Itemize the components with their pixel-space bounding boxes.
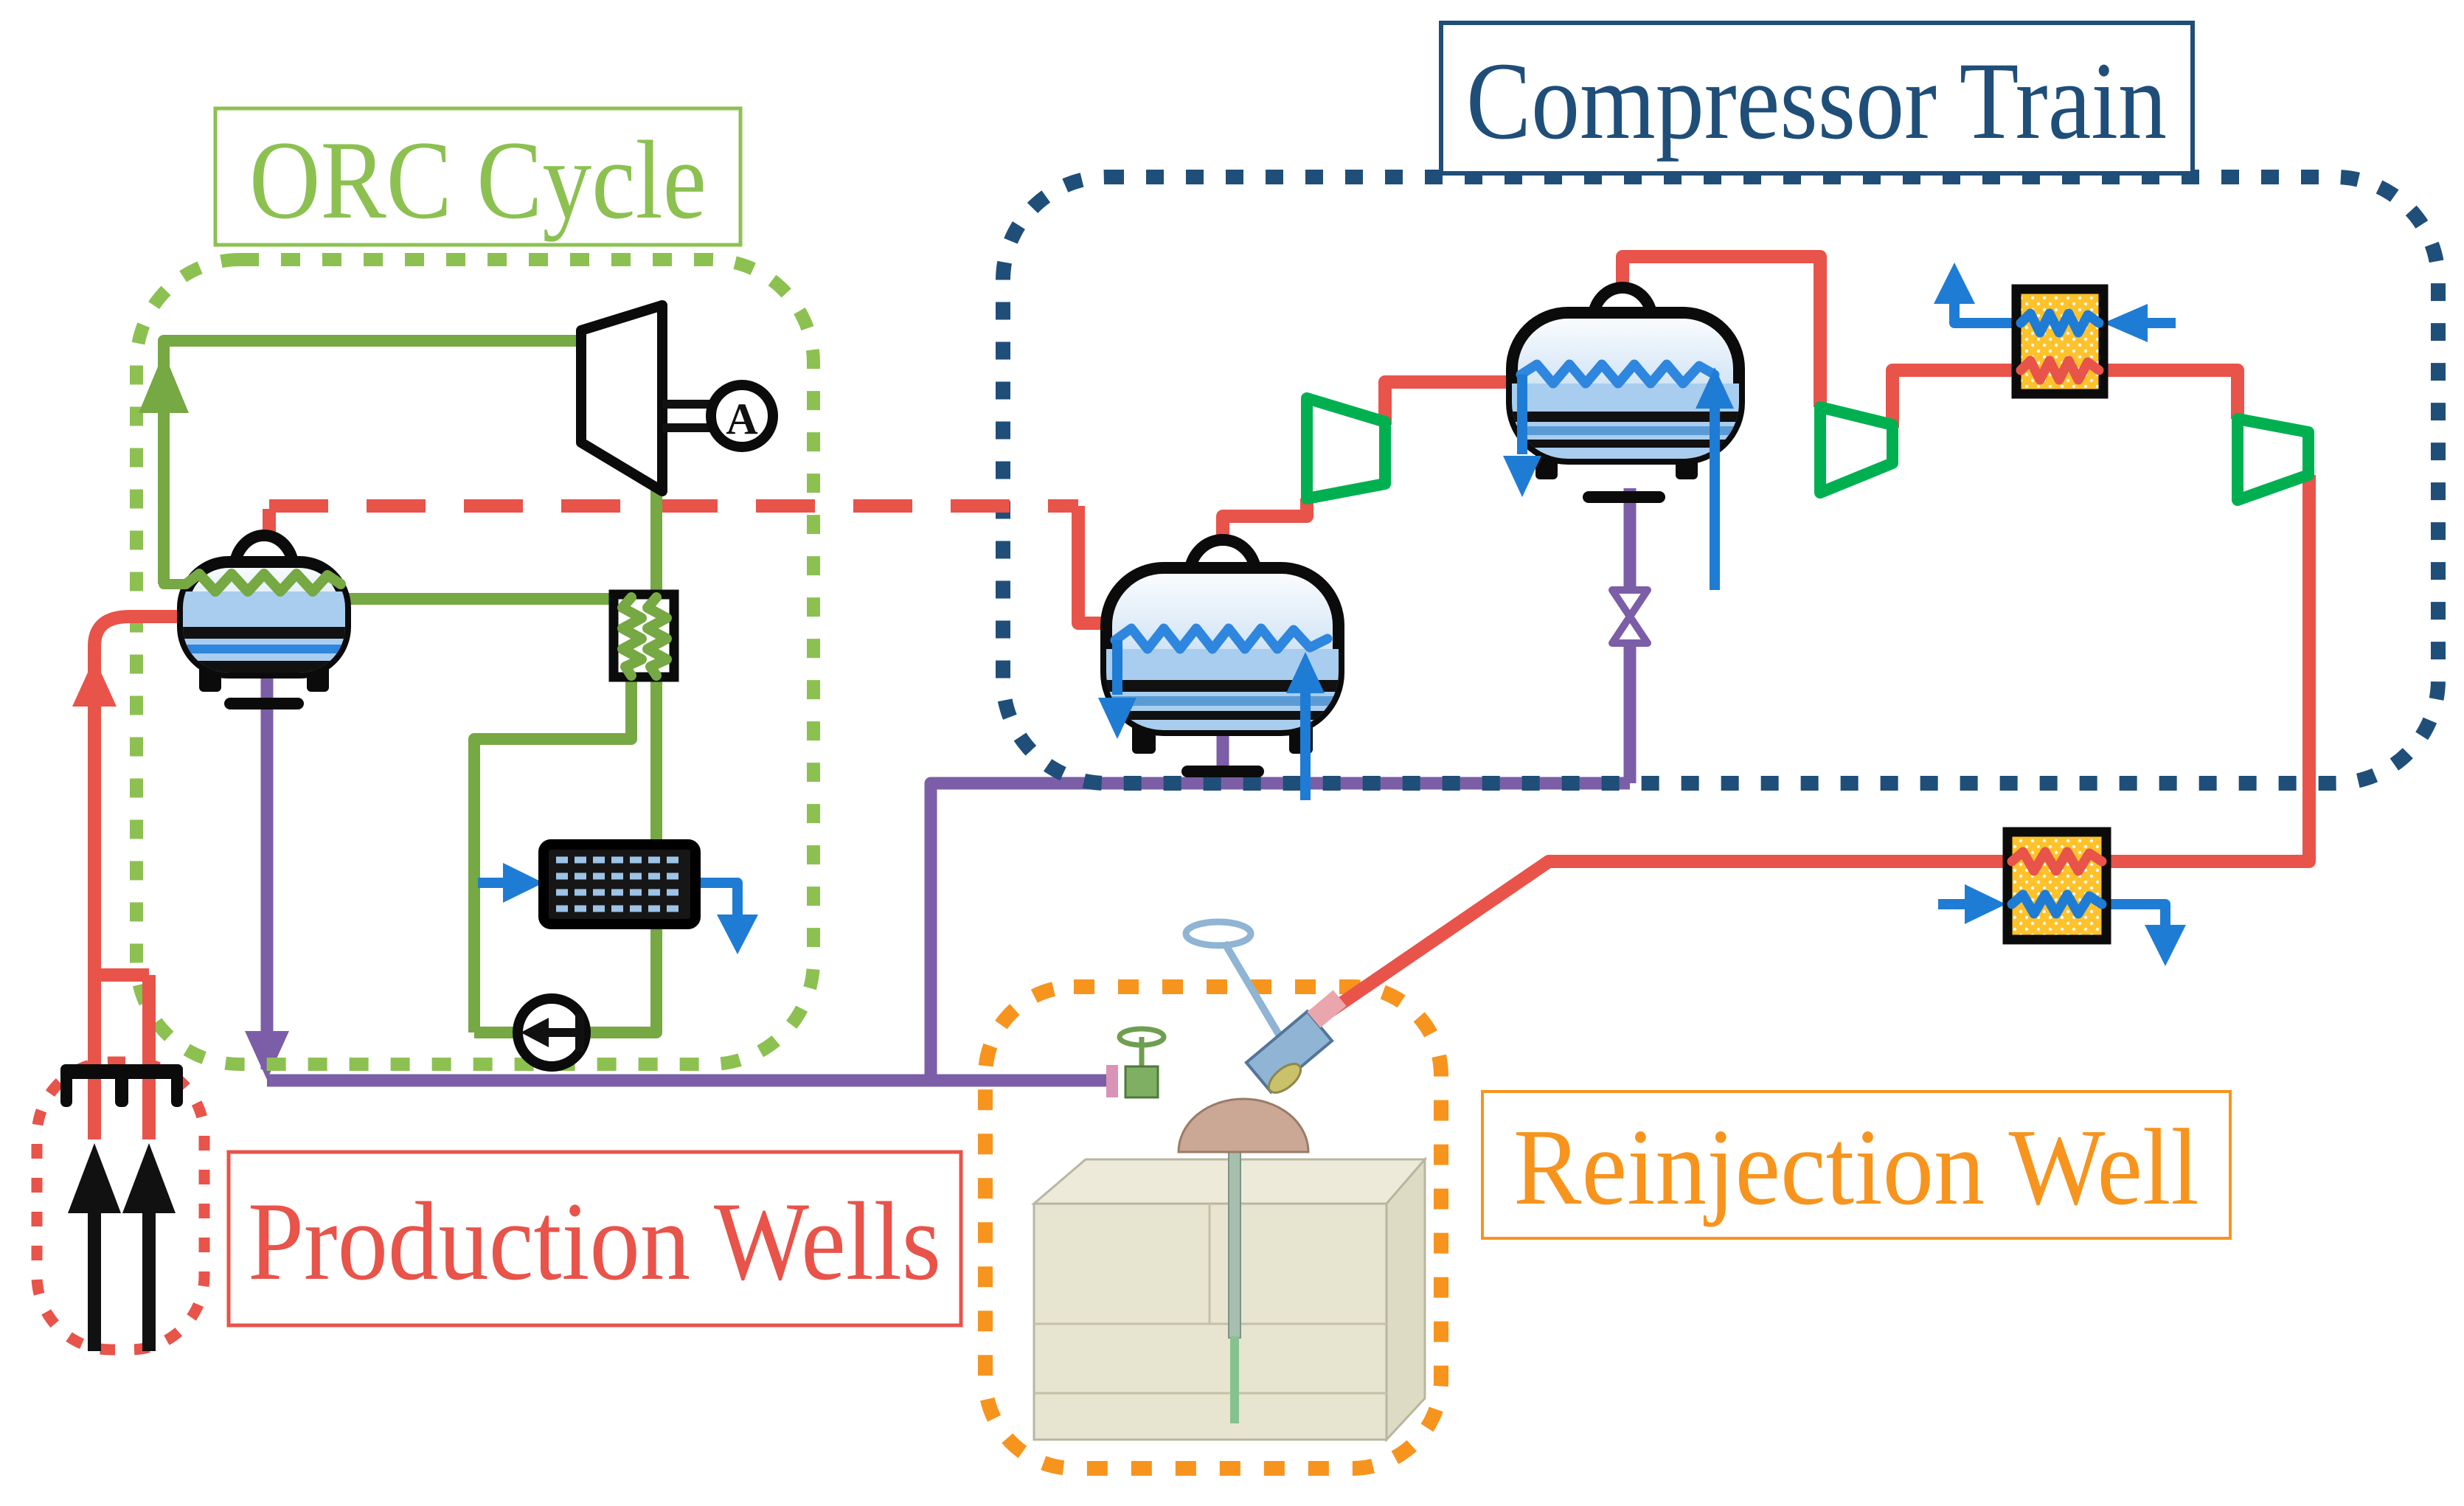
compressor1-discharge-pipe (1378, 375, 1516, 425)
up-arrow-icon (72, 658, 117, 707)
reinjection-well-label: Reinjection Well (1481, 1090, 2232, 1240)
separator1-inlet-pipe (1072, 506, 1110, 630)
pump-discharge-pipe (468, 674, 637, 1033)
compressor-icon (1301, 392, 1391, 504)
orc-cycle-label: ORC Cycle (213, 106, 743, 247)
up-arrow-icon (1934, 263, 1975, 304)
evaporator-separator-icon (159, 530, 351, 709)
production-wellhead-icon (115, 1064, 183, 1351)
compressor2-discharge-pipe (1886, 364, 2016, 428)
orc-cycle-title: ORC Cycle (249, 118, 707, 242)
down-arrow-icon (717, 915, 758, 954)
turbine-inlet-pipe (158, 335, 581, 584)
recuperator-icon (608, 589, 679, 682)
reinjection-well-title: Reinjection Well (1513, 1107, 2199, 1228)
intercooler-icon (2011, 284, 2109, 399)
separator1-outlet-pipe (1216, 499, 1313, 547)
compressor-icon (1814, 401, 1898, 499)
orc-region-boundary (130, 253, 820, 1071)
reinjection-wellhead-icon (982, 918, 1428, 1443)
aftercooler-icon (2002, 827, 2111, 945)
compressor3-suction-pipe (2103, 364, 2244, 419)
pump-icon (513, 993, 591, 1072)
well1-riser-pipe (88, 610, 184, 1139)
compressor-icon (2232, 413, 2314, 506)
air-out-line (695, 878, 743, 920)
down-arrow-icon (2145, 925, 2186, 966)
condensate-header-pipe (924, 777, 1630, 1080)
separator2-outlet-pipe (1616, 250, 1827, 407)
separator-icon (1503, 282, 1745, 590)
compressor-train-title: Compressor Train (1466, 40, 2167, 162)
throttle-valve-icon (1608, 586, 1651, 647)
generator-icon: A (662, 380, 778, 452)
ac-water-out-line (2106, 899, 2170, 928)
brine-piping (245, 488, 1637, 1087)
reinjection-well-boundary (978, 979, 1448, 1476)
ic-water-out-line (1949, 301, 2016, 328)
right-arrow-icon (503, 863, 544, 903)
generator-label: A (726, 395, 757, 443)
air-condenser-icon (538, 839, 701, 929)
right-arrow-icon (1965, 884, 2006, 924)
left-arrow-icon (2103, 304, 2148, 342)
compressor-train-boundary (996, 170, 2446, 791)
reinjection-gas-pipe (1325, 855, 2007, 1018)
separator-icon (1098, 534, 1344, 800)
down-arrow-icon (245, 1031, 289, 1080)
production-wells-title: Production Wells (248, 1179, 941, 1303)
production-wells-label: Production Wells (226, 1150, 963, 1328)
production-wells-boundary (31, 1056, 210, 1356)
compressor-train-label: Compressor Train (1439, 21, 2195, 176)
turbine-icon (576, 300, 667, 496)
compressor3-discharge-pipe (2106, 475, 2316, 868)
up-arrow-icon (139, 353, 189, 413)
